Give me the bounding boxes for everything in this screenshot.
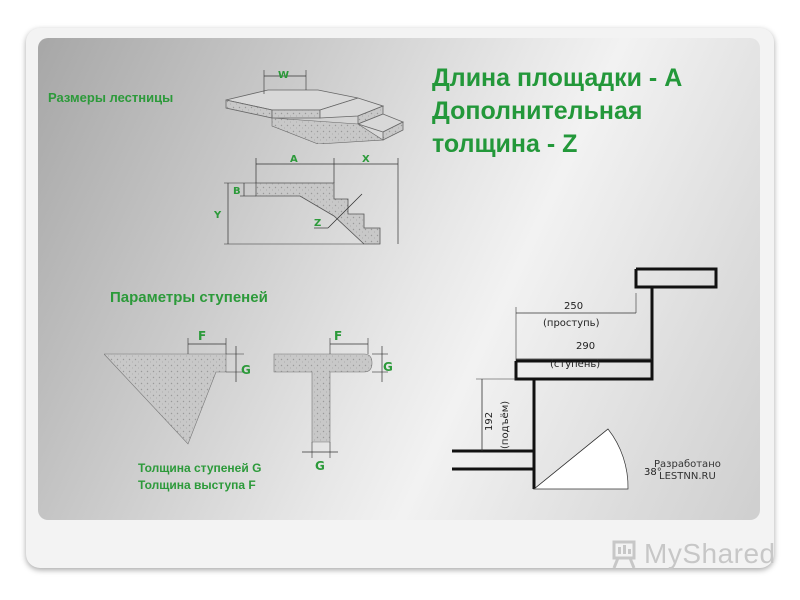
- credit-line1: Разработано: [654, 459, 721, 470]
- w-label: W: [278, 70, 289, 81]
- tread-value: 250: [564, 301, 583, 312]
- rise-note: (подъём): [500, 401, 511, 449]
- f-label-right: F: [334, 329, 342, 343]
- step-value: 290: [576, 341, 595, 352]
- stair-3d-diagram: W: [225, 70, 404, 144]
- angle-label: 38°: [644, 467, 662, 478]
- z-label: Z: [314, 218, 321, 229]
- x-label: X: [362, 154, 370, 165]
- g-label-right-side: G: [383, 360, 393, 374]
- step-note: (ступень): [550, 359, 600, 370]
- caption-step-thickness: Толщина ступеней G: [138, 461, 262, 475]
- a-label: A: [290, 154, 298, 165]
- title-text: Длина площадки - А Дополнительная толщин…: [432, 64, 683, 158]
- credit-block: Разработано LESTNN.RU: [654, 459, 721, 483]
- step-t-diagram: F G G: [273, 329, 393, 473]
- watermark-logo: MyShared: [608, 536, 776, 572]
- caption-block: Толщина ступеней G Толщина выступа F: [138, 460, 261, 494]
- f-label-left: F: [198, 329, 206, 343]
- credit-line2: LESTNN.RU: [659, 471, 716, 482]
- g-label-left: G: [241, 363, 251, 377]
- tread-note: (проступь): [543, 318, 600, 329]
- stair-sizes-heading: Размеры лестницы: [48, 90, 174, 105]
- watermark-brand: MyShared: [644, 538, 776, 569]
- g-label-right-bottom: G: [315, 459, 325, 473]
- stair-technical-drawing: 250 (проступь) 290 (ступень) 192 (подъём…: [452, 267, 718, 490]
- rise-value: 192: [484, 412, 495, 431]
- slide: Размеры лестницы W Длина площадки - А До…: [38, 38, 760, 520]
- stair-profile-diagram: A X B Y Z: [214, 154, 399, 245]
- caption-overhang-thickness: Толщина выступа F: [138, 478, 256, 492]
- b-label: B: [233, 186, 241, 197]
- y-label: Y: [214, 210, 222, 221]
- step-params-heading: Параметры ступеней: [110, 289, 268, 306]
- step-triangle-diagram: F G: [104, 329, 251, 445]
- presentation-board-icon: [612, 540, 636, 569]
